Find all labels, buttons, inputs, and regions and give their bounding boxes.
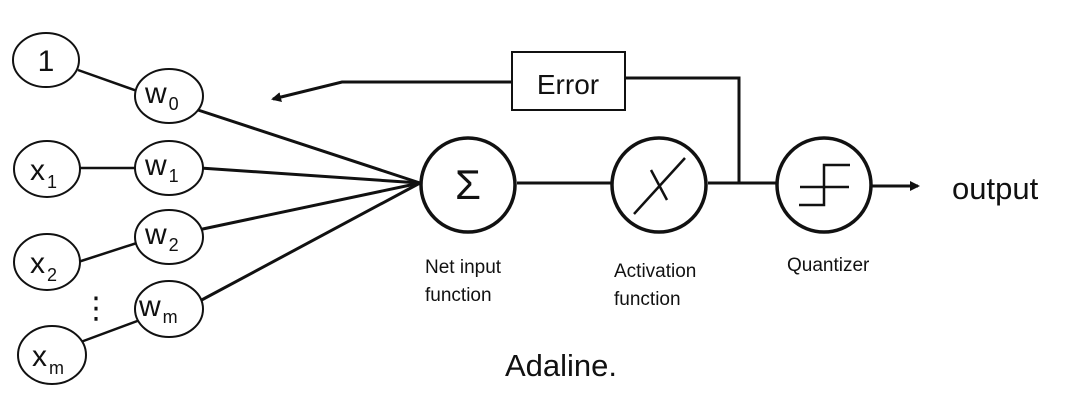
output-label: output: [952, 171, 1039, 206]
input-bias-label: 1: [38, 45, 55, 78]
input-xm-subscript: m: [49, 358, 64, 378]
edge-w2-sum: [197, 181, 421, 232]
svg-text:x1: x1: [30, 154, 57, 192]
input-x2-subscript: 2: [47, 265, 57, 285]
edge-w1-sum: [199, 166, 421, 185]
weight-wm-label: w: [138, 290, 161, 323]
weight-w1-subscript: 1: [169, 166, 179, 186]
activation-caption-line1: Activation: [614, 261, 696, 282]
edge-x2-w2: [77, 240, 141, 264]
sum-symbol: Σ: [455, 161, 481, 208]
activation-axis-icon: [649, 169, 669, 201]
edge-input-1-w0: [77, 68, 141, 94]
svg-text:x2: x2: [30, 247, 57, 285]
svg-text:xm: xm: [32, 340, 64, 378]
net-input-caption-line1: Net input: [425, 257, 502, 278]
input-x1-label: x: [30, 154, 45, 187]
input-x2-label: x: [30, 247, 45, 280]
svg-text:w2: w2: [144, 218, 179, 255]
input-x1-subscript: 1: [47, 172, 57, 192]
net-input-caption-line2: function: [425, 285, 492, 306]
step-function-icon: [799, 163, 850, 207]
weight-w0-label: w: [144, 77, 167, 110]
net-input-node: Σ: [419, 136, 517, 234]
weight-w0-subscript: 0: [169, 94, 179, 114]
weight-w2-subscript: 2: [169, 235, 179, 255]
svg-text:w1: w1: [144, 149, 179, 186]
error-return-arrow: [271, 80, 512, 102]
activation-node: [610, 136, 708, 234]
svg-text:w0: w0: [144, 77, 179, 114]
edge-xm-wm: [77, 318, 141, 345]
error-feedback-line: [625, 76, 741, 183]
quantizer-caption: Quantizer: [787, 255, 870, 276]
error-box: Error: [511, 51, 626, 111]
edge-wm-sum: [195, 181, 421, 305]
edge-w0-sum: [197, 108, 421, 185]
diagram-title: Adaline.: [505, 348, 617, 383]
activation-caption-line2: function: [614, 289, 681, 310]
svg-text:wm: wm: [138, 290, 178, 327]
weight-w2-label: w: [144, 218, 167, 251]
weight-wm-subscript: m: [163, 307, 178, 327]
input-xm-label: x: [32, 340, 47, 373]
error-label: Error: [537, 69, 599, 100]
weight-w1-label: w: [144, 149, 167, 182]
input-ellipsis: ⋮: [81, 292, 111, 325]
input-node-bias: 1: [12, 32, 80, 88]
quantizer-node: [775, 136, 873, 234]
